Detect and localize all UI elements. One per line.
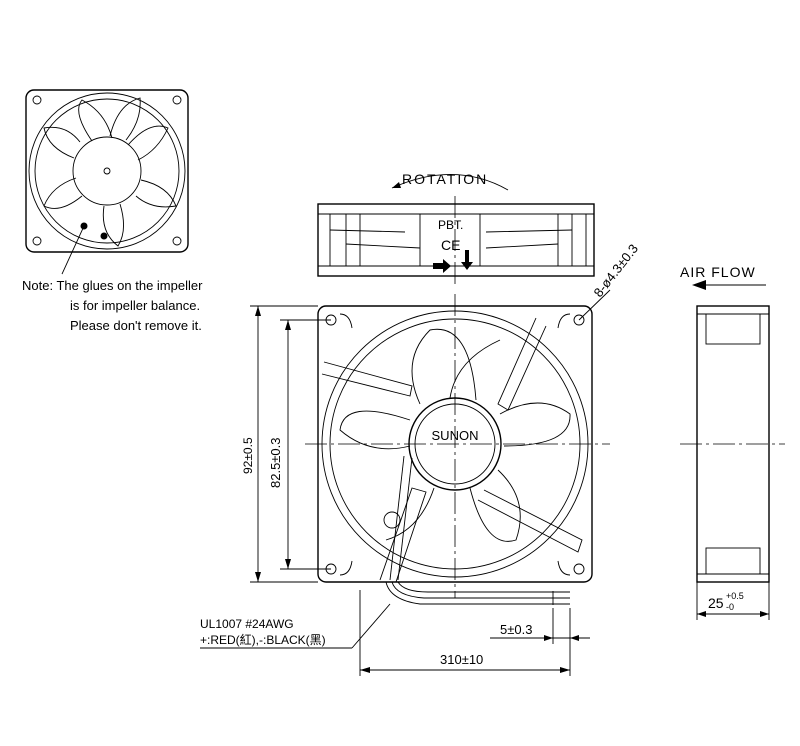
note-line-3: Please don't remove it.	[70, 318, 202, 333]
strip-dim: 5±0.3	[500, 622, 532, 637]
wire-spec-2: +:RED(紅),-:BLACK(黑)	[200, 633, 326, 647]
depth-dim: 25	[708, 595, 724, 611]
right-view: AIR FLOW 25 +0.5 -0	[680, 264, 785, 620]
note-line-2: is for impeller balance.	[70, 298, 200, 313]
ce-mark: CE	[441, 237, 460, 253]
rotation-label: ROTATION	[402, 171, 488, 187]
depth-tol-upper: +0.5	[726, 591, 744, 601]
side-view: ROTATION PBT. CE	[317, 171, 595, 285]
lead-wires: 5±0.3 310±10 UL1007 #24AWG +:RED(紅),-:BL…	[200, 581, 590, 676]
brand-label: SUNON	[432, 428, 479, 443]
width-dim: 92±0.5	[241, 437, 255, 474]
depth-tol-lower: -0	[726, 602, 734, 612]
wire-spec-1: UL1007 #24AWG	[200, 617, 294, 631]
material-label: PBT.	[438, 218, 463, 232]
hole-spec: 8-ø4.3±0.3	[591, 241, 641, 300]
note-line-1: Note: The glues on the impeller	[22, 278, 203, 293]
hole-pitch-dim: 82.5±0.3	[268, 437, 283, 488]
glue-dot	[100, 232, 108, 240]
length-dim: 310±10	[440, 652, 483, 667]
rear-view	[25, 89, 189, 275]
mounting-holes	[325, 313, 585, 576]
front-view: SUNON 8-ø4.3±0.3	[241, 241, 641, 598]
airflow-label: AIR FLOW	[680, 264, 756, 280]
